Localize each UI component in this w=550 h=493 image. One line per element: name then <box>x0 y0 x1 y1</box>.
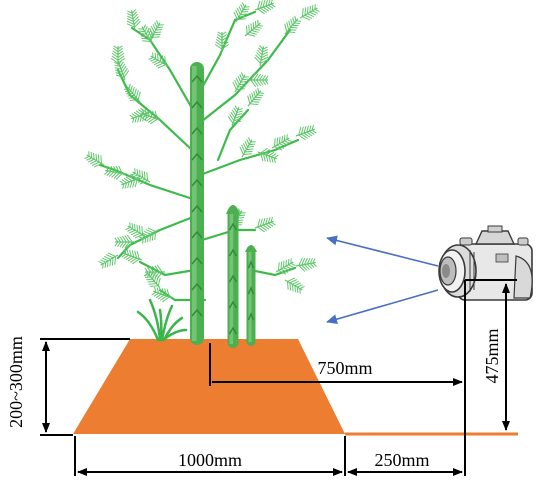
camera-distance-label: 750mm <box>317 358 372 378</box>
grass-tuft-icon <box>136 298 188 342</box>
camera-icon <box>438 225 533 301</box>
camera-height-label: 475mm <box>482 328 502 383</box>
ridge-width-label: 1000mm <box>178 450 242 470</box>
ridge-height-label: 200~300mm <box>6 336 26 428</box>
soil-ridge <box>73 339 345 434</box>
asparagus-plant-icon <box>84 0 320 348</box>
view-arrow-upper <box>326 235 439 267</box>
view-arrow-lower <box>326 289 439 325</box>
side-gap-label: 250mm <box>374 450 429 470</box>
